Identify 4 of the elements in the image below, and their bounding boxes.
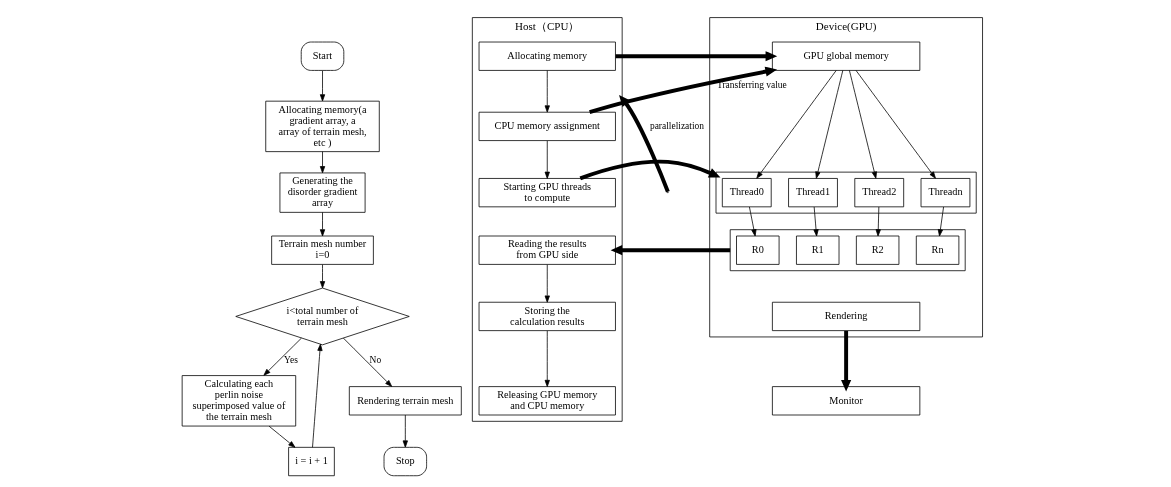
edge-label: Transferring value [717, 80, 787, 91]
edge-label: No [369, 354, 382, 365]
edge-label: parallelization [649, 120, 705, 131]
edge-label: Yes [284, 354, 298, 365]
